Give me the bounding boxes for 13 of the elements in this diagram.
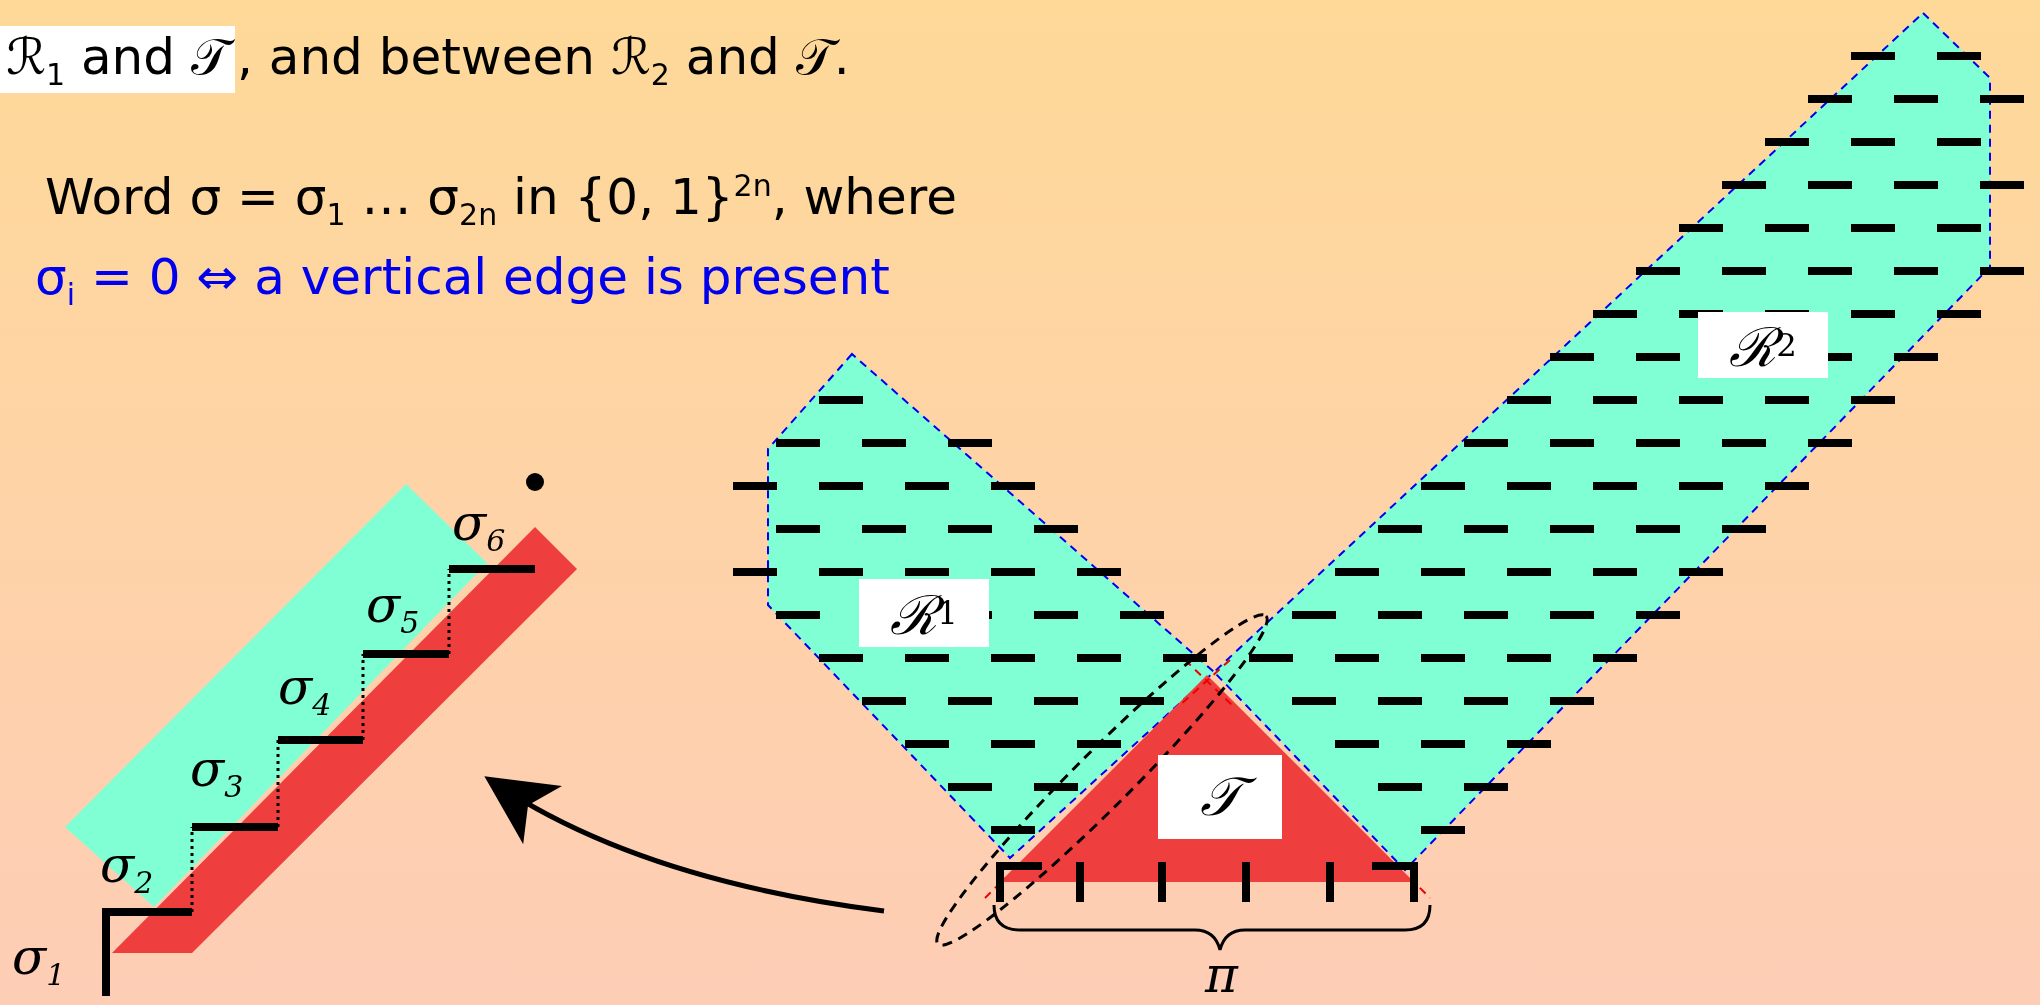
sigma-label: σ$_{2}$ xyxy=(100,838,154,893)
sentence-text: , and between ℛ$_{2}$ and 𝒯. xyxy=(237,27,850,85)
region-label: 𝒯 xyxy=(1158,755,1282,839)
sigma-label: σ$_{4}$ xyxy=(278,660,332,715)
sigma-label: σ$_{3}$ xyxy=(190,742,244,797)
highlighted-text: ℛ$_{1}$ and 𝒯 xyxy=(0,26,235,93)
sigma-label: σ$_{6}$ xyxy=(452,496,506,551)
sigma-label: σ$_{5}$ xyxy=(366,578,420,633)
sigma-label: σ$_{1}$ xyxy=(12,930,66,985)
equivalence-text: σ$_{i}$ = 0 ⇔ a vertical edge is present xyxy=(35,250,890,305)
curved-arrow xyxy=(484,776,885,914)
definition-text: Word σ = σ$_{1}$ … σ$_{2n}$ in {0, 1}$^{2n}$, where xyxy=(45,170,958,225)
math-symbol: π xyxy=(1205,948,1238,1003)
